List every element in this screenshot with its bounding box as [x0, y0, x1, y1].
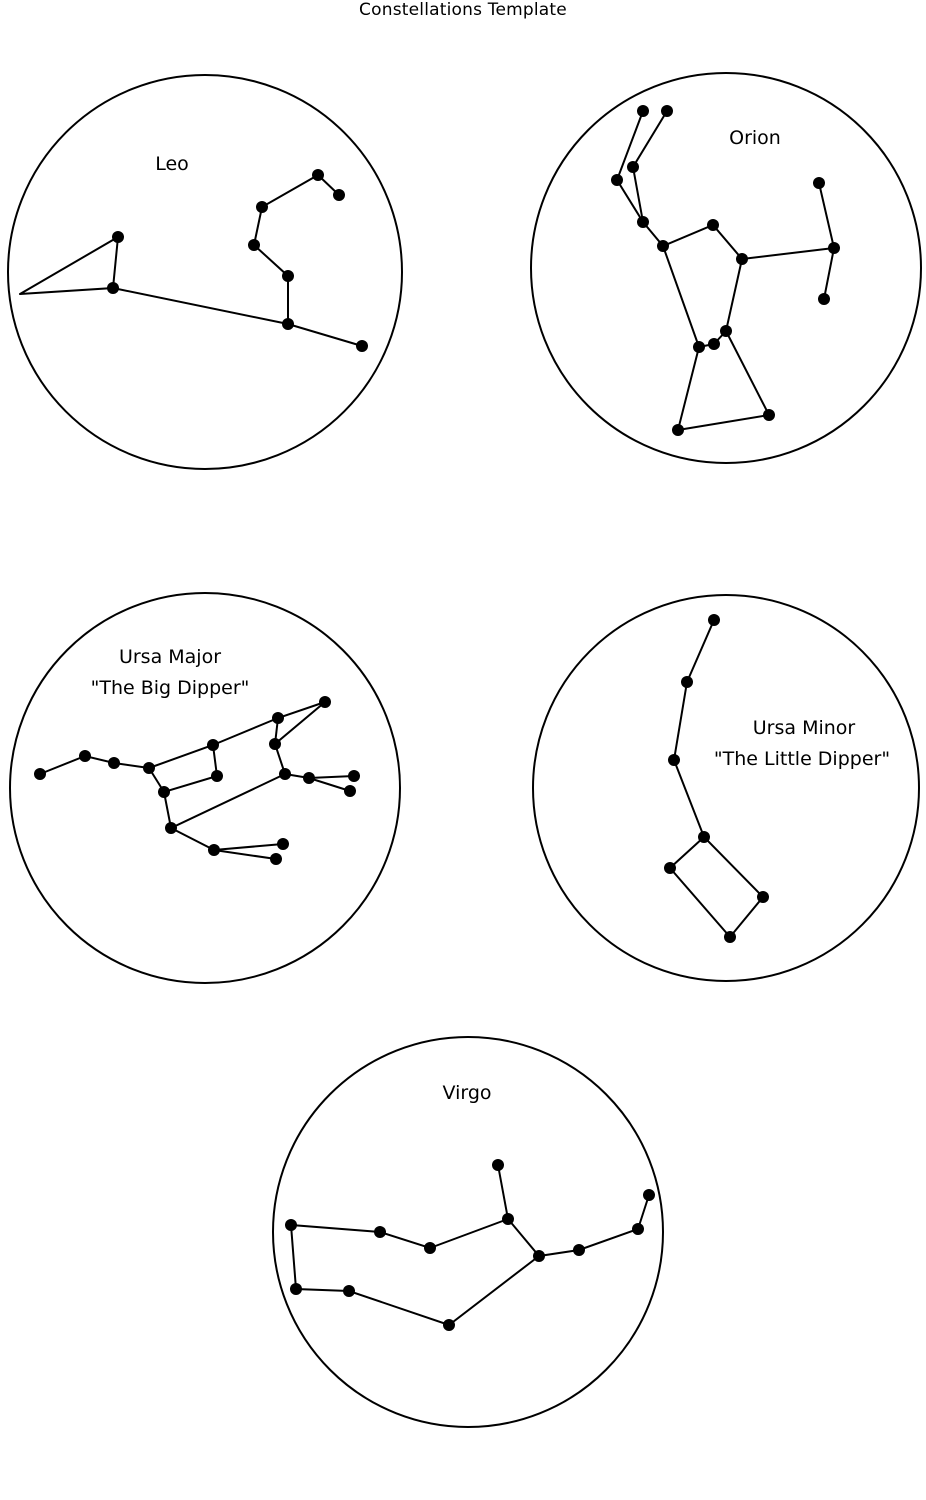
ursa-major-stars — [34, 696, 360, 865]
constellation-orion: Orion — [530, 72, 922, 464]
ursa-minor-lines — [668, 619, 765, 939]
ursa-minor-subtitle: "The Little Dipper" — [714, 748, 890, 770]
ursa-minor-label: Ursa Minor — [753, 717, 856, 739]
constellation-ursa-major: Ursa Major "The Big Dipper" — [9, 592, 401, 984]
page-title: Constellations Template — [359, 0, 567, 20]
leo-lines — [19, 173, 363, 347]
virgo-circle — [272, 1036, 664, 1428]
leo-label: Leo — [155, 153, 189, 175]
ursa-major-label: Ursa Major — [119, 646, 221, 668]
ursa-minor-stars — [664, 614, 769, 943]
constellation-leo: Leo — [7, 74, 403, 470]
ursa-minor-circle — [532, 594, 920, 982]
orion-lines — [615, 110, 836, 432]
orion-stars — [611, 105, 840, 436]
constellation-virgo: Virgo — [272, 1036, 664, 1428]
ursa-major-circle — [9, 592, 401, 984]
orion-circle — [530, 72, 922, 464]
constellation-ursa-minor: Ursa Minor "The Little Dipper" — [532, 594, 920, 982]
orion-label: Orion — [729, 127, 781, 149]
leo-stars — [107, 169, 368, 352]
virgo-stars — [285, 1159, 655, 1331]
virgo-label: Virgo — [442, 1082, 491, 1104]
virgo-lines — [289, 1164, 650, 1327]
leo-circle — [7, 74, 403, 470]
ursa-major-subtitle: "The Big Dipper" — [91, 677, 250, 699]
